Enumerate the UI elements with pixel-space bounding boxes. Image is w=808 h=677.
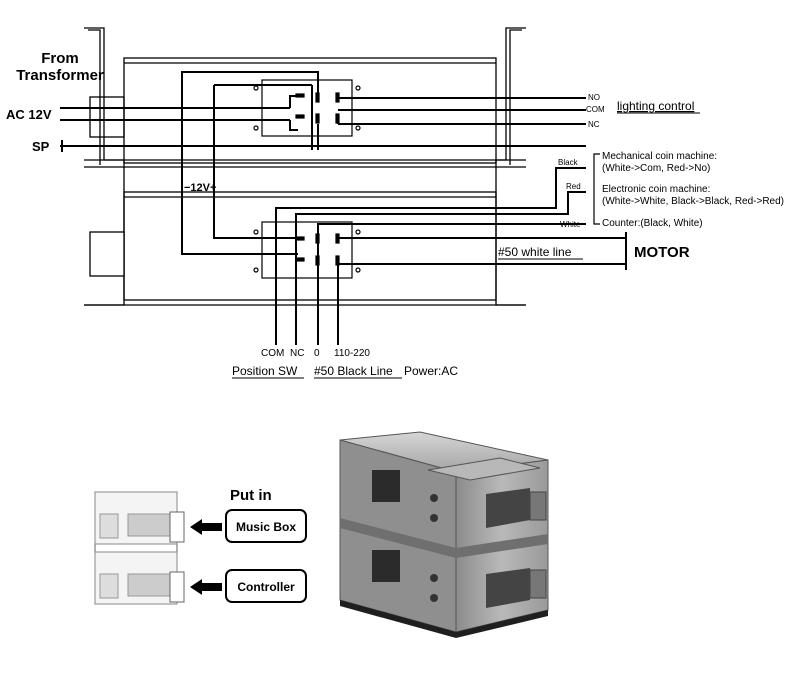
ac-12v-label: AC 12V [6, 107, 52, 122]
music-box-label: Music Box [236, 520, 296, 534]
stacked-modules-illustration [94, 491, 185, 605]
motor-label: MOTOR [634, 244, 690, 261]
bottom-zero-label: 0 [314, 348, 320, 359]
bottom-voltage-label: 110-220 [334, 348, 370, 359]
coin-machine-bracket [593, 153, 600, 225]
from-label: From [41, 50, 79, 67]
arrow-left-icon [190, 519, 222, 535]
put-in-label: Put in [230, 487, 272, 504]
controller-label: Controller [237, 580, 295, 594]
counter-label: Counter:(Black, White) [602, 218, 703, 229]
electronic-coin-title: Electronic coin machine: [602, 184, 710, 195]
wire-white-label: White [560, 220, 581, 229]
sp-label: SP [32, 139, 50, 154]
power-ac-label: Power:AC [404, 364, 458, 378]
bottom-com-label: COM [261, 348, 284, 359]
black-line-label: #50 Black Line [314, 364, 393, 378]
relay-lower [253, 221, 361, 279]
voltage-label: −12V+ [184, 182, 216, 194]
motor-line-label: #50 white line [498, 245, 572, 259]
lighting-control-label: lighting control [617, 99, 694, 113]
terminal-nc-label: NC [588, 120, 600, 129]
terminal-no-label: NO [588, 93, 600, 102]
mechanical-coin-mapping: (White->Com, Red->No) [602, 163, 710, 174]
chassis-outline [84, 27, 526, 306]
terminal-com-label: COM [586, 105, 605, 114]
wires [60, 71, 627, 345]
electronic-coin-mapping: (White->White, Black->Black, Red->Red) [602, 196, 784, 207]
position-sw-label: Position SW [232, 364, 298, 378]
wire-black-label: Black [558, 158, 579, 167]
mechanical-coin-title: Mechanical coin machine: [602, 151, 717, 162]
controller-badge [225, 569, 307, 603]
enclosure-photo [339, 431, 549, 638]
arrow-left-icon [190, 579, 222, 595]
music-box-badge [225, 509, 307, 543]
bottom-nc-label: NC [290, 348, 304, 359]
transformer-label: Transformer [16, 67, 104, 84]
wire-red-label: Red [566, 182, 581, 191]
